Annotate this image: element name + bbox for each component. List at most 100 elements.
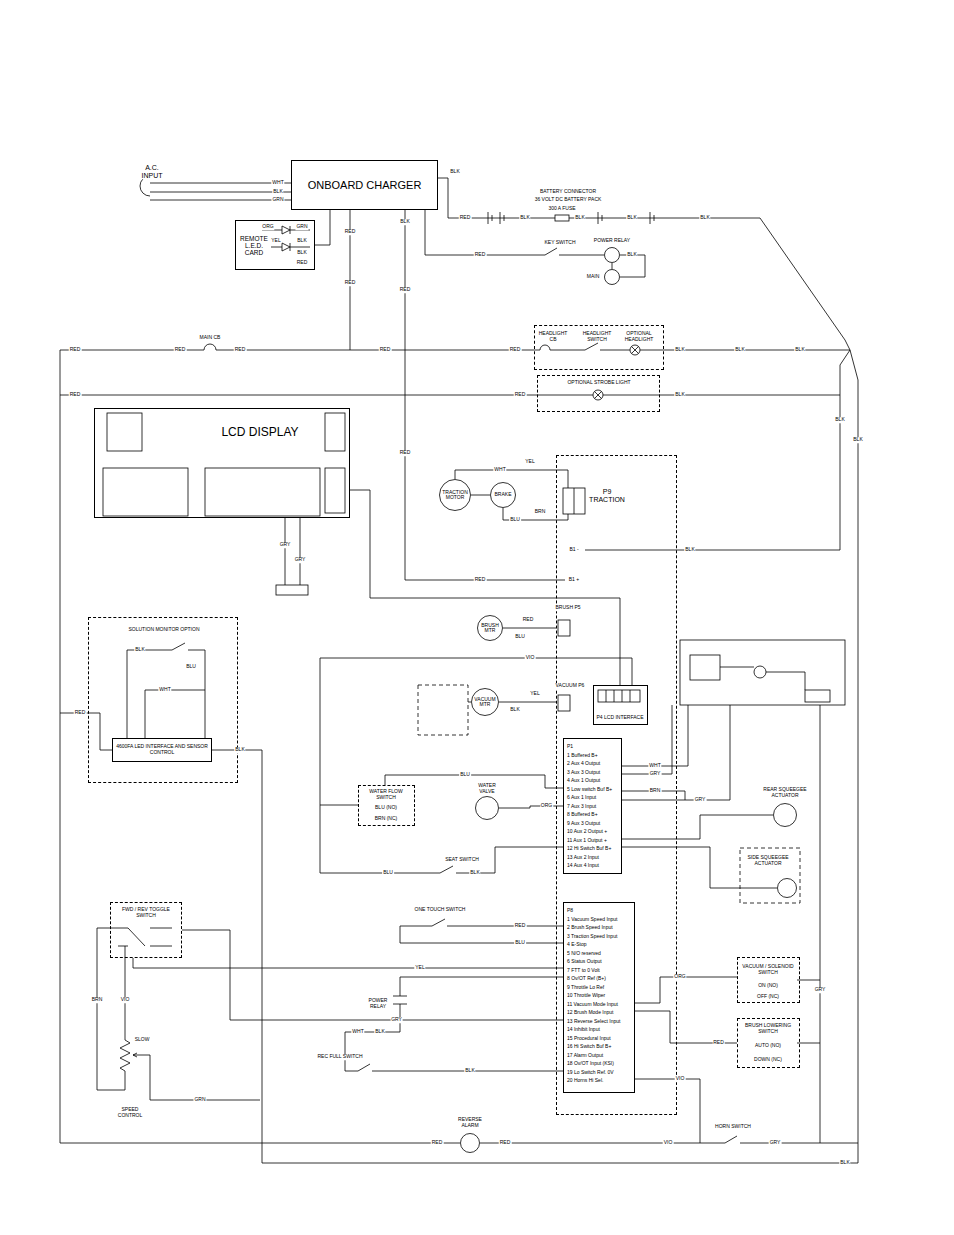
wire-label: GRY bbox=[814, 987, 827, 993]
wire-label: RED bbox=[431, 1140, 444, 1146]
wire-label: A.C. INPUT bbox=[140, 164, 164, 179]
wire-label: WHT bbox=[158, 687, 171, 693]
wire-label: BLK bbox=[296, 238, 307, 244]
node-text: 14 Aux 4 Input bbox=[567, 861, 618, 870]
wire-label: BLK bbox=[852, 437, 863, 443]
component-box: LCD DISPLAY bbox=[94, 408, 350, 518]
node-text: 5 N/O reserved bbox=[567, 949, 631, 958]
circle-outline bbox=[604, 269, 620, 285]
node-text: 9 Throttle Lo Ref bbox=[567, 983, 631, 992]
wire-label: HORN SWITCH bbox=[714, 1124, 752, 1130]
wire-label: SLOW bbox=[134, 1037, 151, 1043]
wire-label: BLU bbox=[185, 664, 197, 670]
wire-label: POWER RELAY bbox=[363, 998, 393, 1009]
wire-connector bbox=[503, 628, 556, 629]
wire bbox=[606, 690, 630, 702]
node-text: 13 Aux 2 Input bbox=[567, 853, 618, 862]
node-text: OPTIONAL HEADLIGHT bbox=[618, 331, 660, 342]
wire-label: BLK bbox=[519, 215, 530, 221]
component-outline bbox=[418, 685, 468, 735]
component-box: 4600FA LED INTERFACE AND SENSOR CONTROL bbox=[112, 738, 212, 762]
wiring-group bbox=[60, 176, 858, 1163]
wire-label: YEL bbox=[529, 691, 540, 697]
wire-label: RED bbox=[514, 392, 527, 398]
wire bbox=[400, 919, 563, 943]
wire-label: BLK bbox=[699, 215, 710, 221]
wire bbox=[133, 1053, 260, 1100]
wire bbox=[797, 705, 820, 1143]
component-outline bbox=[325, 468, 345, 513]
component-circle-shape bbox=[778, 879, 797, 898]
node-text: 4600FA LED INTERFACE AND SENSOR CONTROL bbox=[116, 744, 208, 756]
component-outline bbox=[325, 413, 345, 451]
component-outline bbox=[276, 585, 308, 595]
wire-label: BLK bbox=[234, 747, 245, 753]
wire-label: ORG bbox=[261, 224, 274, 230]
wire-label: GRN bbox=[295, 224, 308, 230]
node-text: 6 Aux 1 Input bbox=[567, 793, 618, 802]
node-text: FWD / REV TOGGLE SWITCH bbox=[113, 907, 179, 918]
circle-outline bbox=[777, 878, 797, 898]
wire-label: WHT bbox=[493, 467, 506, 473]
component-outline bbox=[558, 695, 570, 711]
wire-label: GRY bbox=[294, 557, 307, 563]
wire-label: BLK bbox=[839, 1160, 850, 1166]
wire-connector bbox=[612, 263, 613, 269]
wire bbox=[556, 470, 574, 520]
wire bbox=[720, 667, 805, 690]
component-circle: SIDE SQUEEGEE ACTUATOR bbox=[777, 878, 797, 898]
wire-label: SEAT SWITCH bbox=[444, 857, 480, 863]
component-circle: BRAKE bbox=[490, 482, 516, 508]
wire-label: 300 A FUSE bbox=[547, 206, 576, 212]
node-text: BRUSH MTR bbox=[478, 623, 502, 634]
wire bbox=[480, 1136, 737, 1143]
node-text: OPTIONAL STROBE LIGHT bbox=[566, 380, 631, 386]
node-text: VACUUM MTR bbox=[472, 697, 498, 708]
node-text: 18 Ov/OT Input (KSI) bbox=[567, 1059, 631, 1068]
node-text: 7 Aux 3 Input bbox=[567, 802, 618, 811]
wire bbox=[212, 350, 858, 1163]
wire-label: BLK bbox=[469, 870, 480, 876]
component-circle: POWER RELAY bbox=[604, 247, 620, 263]
wire-label: VIO bbox=[663, 1140, 674, 1146]
wire-label: WHT bbox=[648, 763, 661, 769]
node-text: 9 Aux 3 Output bbox=[567, 819, 618, 828]
wire bbox=[471, 495, 490, 496]
wire-label: BLK bbox=[134, 647, 145, 653]
node-text: OFF (NC) bbox=[756, 994, 780, 1000]
node-text: 15 Procedural Input bbox=[567, 1034, 631, 1043]
wire-label: BLK bbox=[684, 547, 695, 553]
wire-label: BRUSH P5 bbox=[554, 605, 581, 611]
connector-pinout: P81 Vacuum Speed Input2 Brush Speed Inpu… bbox=[563, 902, 635, 1093]
component-circle: VACUUM MTR bbox=[471, 688, 499, 716]
node-text: 17 Alarm Output bbox=[567, 1051, 631, 1060]
wire-label: VACUUM P6 bbox=[555, 683, 586, 689]
wire-connector bbox=[315, 210, 330, 245]
wire-label: RED bbox=[344, 280, 357, 286]
circle-outline bbox=[773, 803, 797, 827]
component-circle-shape bbox=[491, 483, 516, 508]
wire-label: BRN bbox=[649, 788, 662, 794]
node-text: P9 TRACTION bbox=[586, 488, 628, 503]
wire-label: BLK bbox=[509, 707, 520, 713]
wire bbox=[97, 928, 130, 1090]
option-group: P4 LCD INTERFACEP11 Buffered B+2 Aux 4 O… bbox=[556, 455, 677, 1115]
wire-label: REC FULL SWITCH bbox=[316, 1054, 363, 1060]
node-text: 1 Buffered B+ bbox=[567, 751, 618, 760]
component-circle-shape bbox=[440, 480, 471, 511]
option-group: OPTIONAL STROBE LIGHT bbox=[537, 375, 660, 412]
wire-label: RED bbox=[459, 215, 472, 221]
wire bbox=[320, 658, 632, 685]
component-circle: REAR SQUEEGEE ACTUATOR bbox=[773, 803, 797, 827]
symbol-circle bbox=[630, 345, 640, 355]
node-text: AUTO (NO) bbox=[754, 1043, 782, 1049]
component-outline bbox=[558, 620, 570, 636]
wire-label: RED bbox=[474, 252, 487, 258]
wire bbox=[60, 395, 840, 396]
node-text: VACUUM / SOLENOID SWITCH bbox=[739, 964, 797, 975]
node-text: SOLUTION MONITOR OPTION bbox=[127, 627, 200, 633]
wire-label: BATTERY CONNECTOR bbox=[539, 189, 597, 195]
wire bbox=[488, 212, 654, 224]
component-circle: BRUSH MTR bbox=[477, 615, 503, 641]
